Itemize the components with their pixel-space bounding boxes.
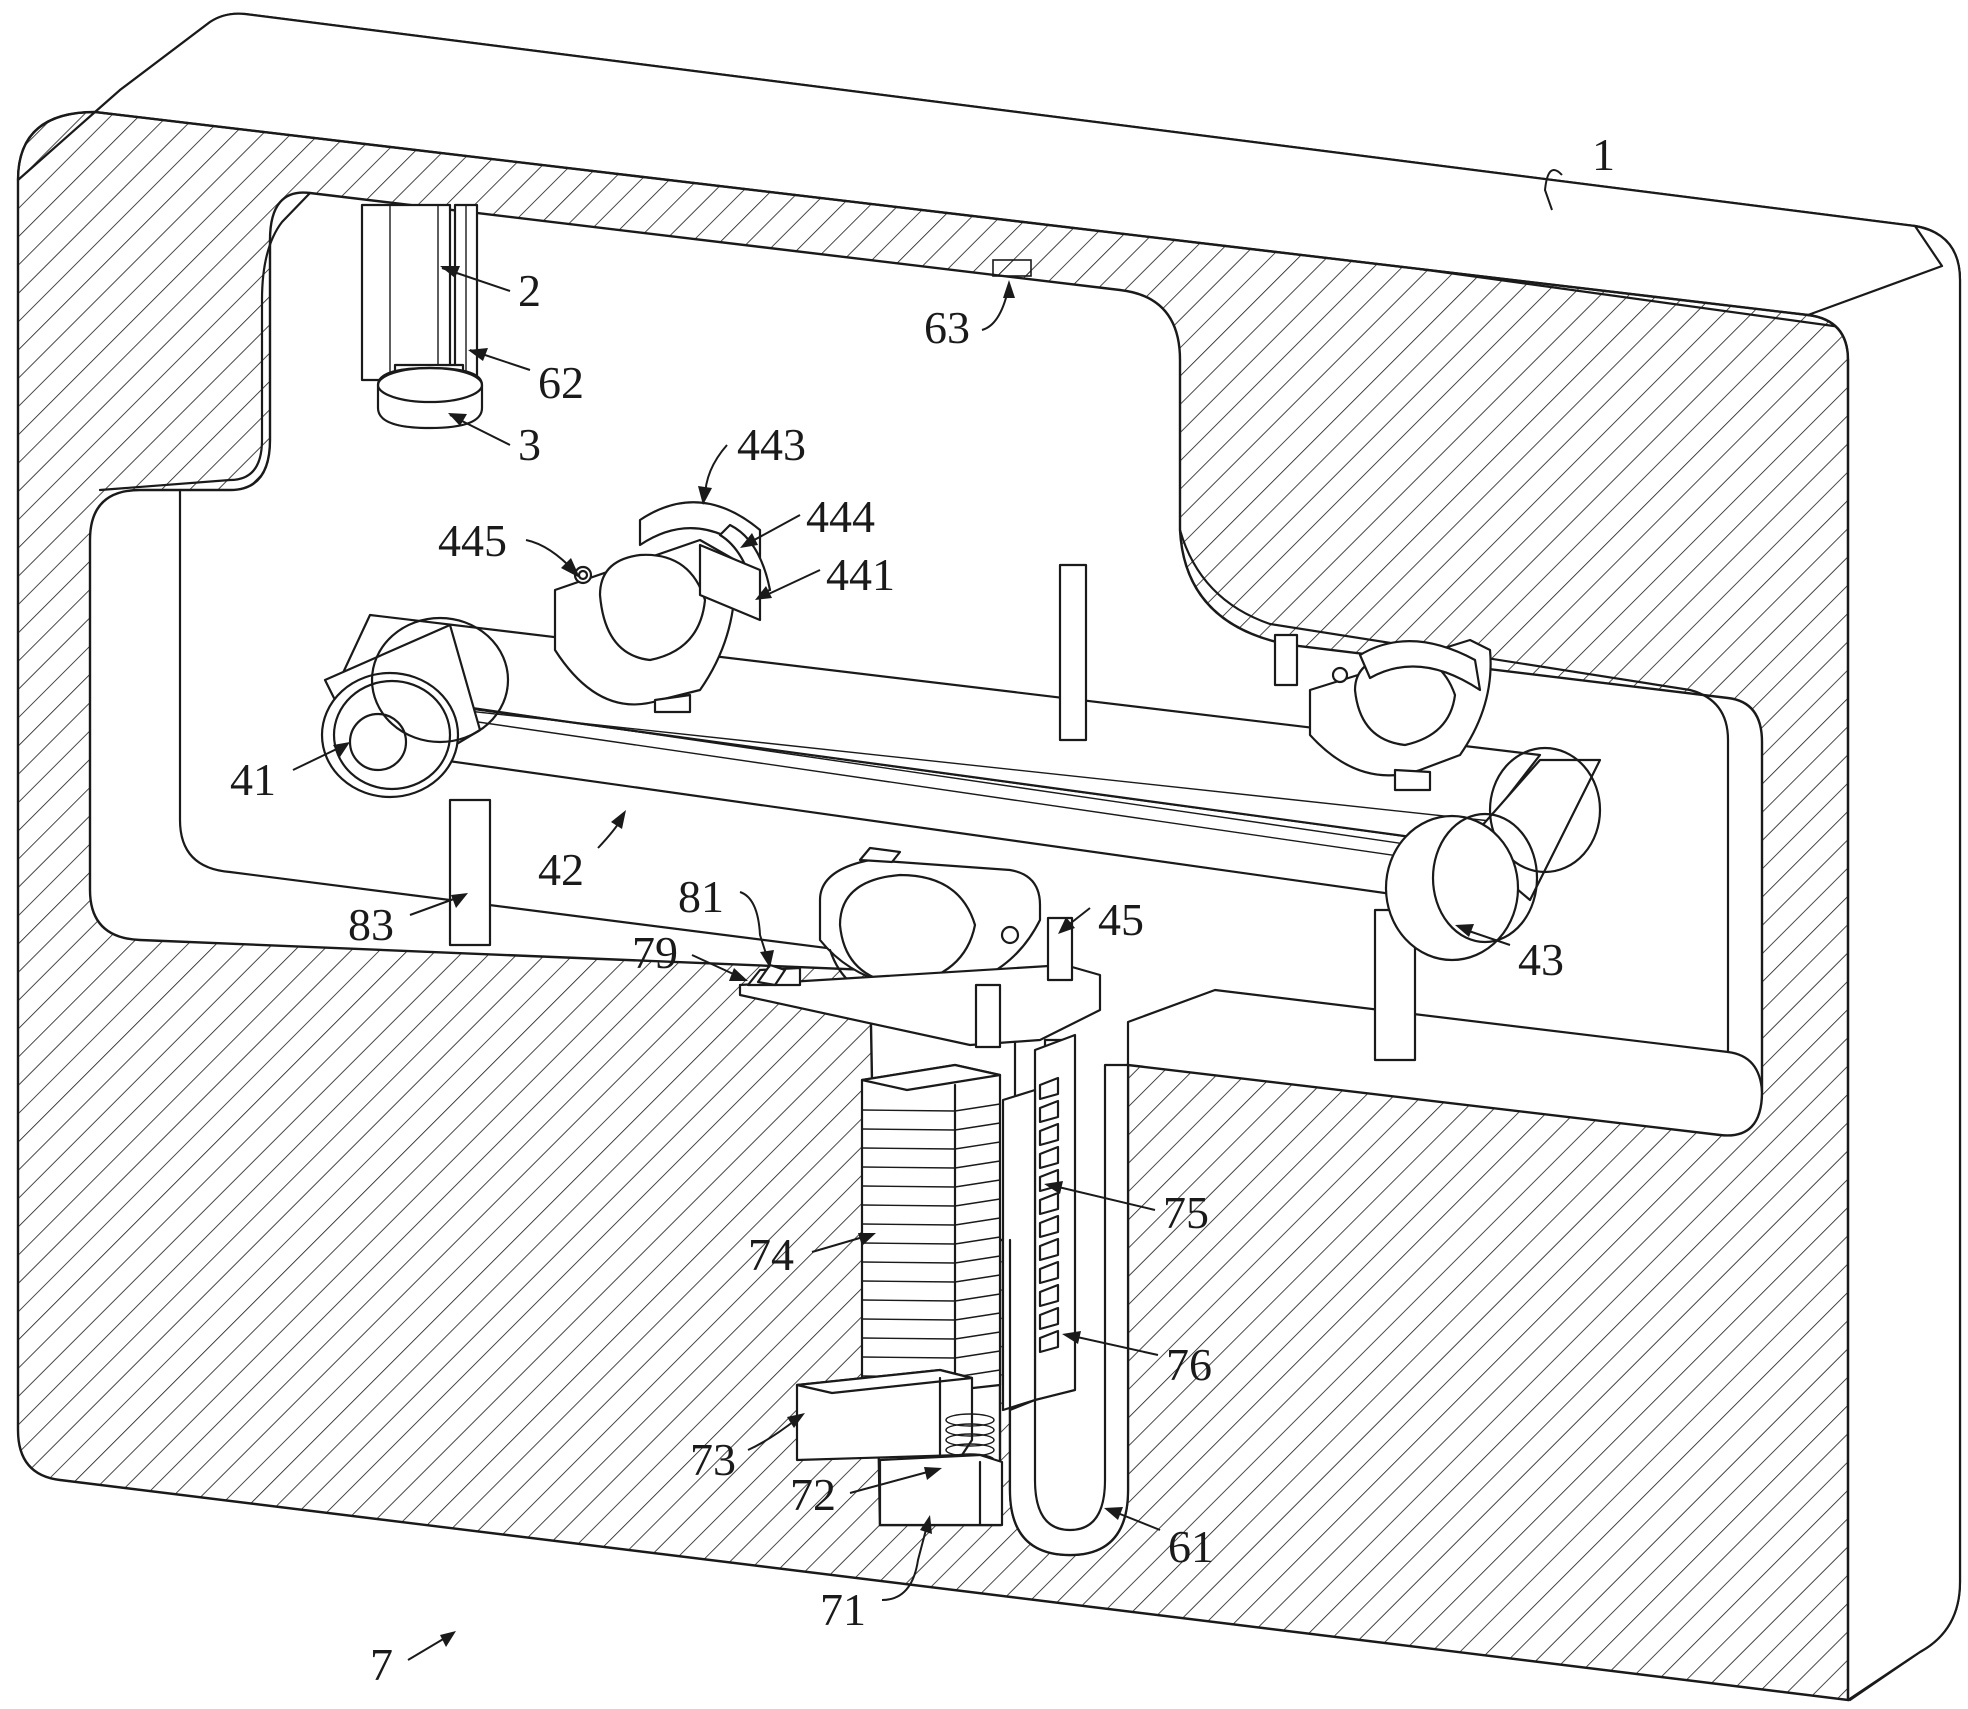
label-443: 443 <box>737 419 806 470</box>
label-2: 2 <box>518 265 541 316</box>
callout-83: 83 <box>348 893 468 950</box>
rack-teeth <box>1038 1076 1060 1354</box>
callout-74: 74 <box>748 1229 876 1280</box>
push-block <box>756 963 787 987</box>
callout-81: 81 <box>678 871 774 968</box>
callouts: 1 2 62 3 63 443 444 <box>230 129 1615 1690</box>
callout-75: 75 <box>1044 1181 1209 1238</box>
cavity-inner-wall <box>178 488 1017 1242</box>
label-62: 62 <box>538 357 584 408</box>
label-445: 445 <box>438 515 507 566</box>
label-81: 81 <box>678 871 724 922</box>
callout-76: 76 <box>1062 1331 1212 1390</box>
callout-7: 7 <box>370 1631 456 1690</box>
label-71: 71 <box>820 1584 866 1635</box>
guide-column-assembly <box>360 203 1032 430</box>
clamp-right <box>1273 633 1492 792</box>
lifting-assembly <box>795 1033 1130 1557</box>
clamp-left <box>553 501 772 714</box>
support-leg <box>448 798 492 947</box>
callout-441: 441 <box>755 549 895 600</box>
cavity-top-pocket <box>1178 528 1692 692</box>
callout-42: 42 <box>538 810 626 895</box>
driven-roller <box>1384 746 1602 962</box>
housing <box>16 12 1962 1702</box>
label-3: 3 <box>518 419 541 470</box>
callout-445: 445 <box>438 515 580 578</box>
label-74: 74 <box>748 1229 794 1280</box>
label-63: 63 <box>924 302 970 353</box>
cavity-inner-floor-right <box>1126 988 1764 1094</box>
label-61: 61 <box>1168 1521 1214 1572</box>
marker-bar <box>1058 563 1088 742</box>
callout-3: 3 <box>448 413 541 470</box>
callout-61: 61 <box>1104 1507 1214 1572</box>
clamp-bore <box>598 553 707 662</box>
base-seat <box>878 1453 1004 1527</box>
callout-43: 43 <box>1455 924 1564 985</box>
label-444: 444 <box>806 491 875 542</box>
label-79: 79 <box>632 927 678 978</box>
label-1: 1 <box>1592 129 1615 180</box>
label-76: 76 <box>1166 1339 1212 1390</box>
vertical-guide-column <box>360 203 452 382</box>
callout-73: 73 <box>690 1413 805 1485</box>
callout-443: 443 <box>698 419 806 505</box>
callout-45: 45 <box>1058 894 1144 945</box>
label-441: 441 <box>826 549 895 600</box>
drive-roller <box>320 616 510 799</box>
stacked-plates <box>860 1063 1002 1397</box>
label-72: 72 <box>790 1469 836 1520</box>
label-42: 42 <box>538 844 584 895</box>
callout-444: 444 <box>740 491 875 548</box>
label-75: 75 <box>1163 1187 1209 1238</box>
callout-1: 1 <box>1543 129 1615 211</box>
callout-79: 79 <box>632 927 748 981</box>
label-83: 83 <box>348 899 394 950</box>
callout-63: 63 <box>924 280 1015 353</box>
callout-72: 72 <box>790 1467 942 1520</box>
lower-table <box>738 916 1102 1064</box>
cavity-right-wall <box>1688 688 1730 1054</box>
callout-62: 62 <box>468 348 584 408</box>
label-43: 43 <box>1518 934 1564 985</box>
clamp-lower <box>818 846 1042 1008</box>
top-sensor <box>992 259 1032 277</box>
label-7: 7 <box>370 1639 393 1690</box>
callout-41: 41 <box>230 742 350 805</box>
cavity-back-edge <box>98 191 312 492</box>
label-45: 45 <box>1098 894 1144 945</box>
callout-71: 71 <box>820 1515 932 1635</box>
label-73: 73 <box>690 1434 736 1485</box>
label-41: 41 <box>230 754 276 805</box>
u-channel <box>1008 1063 1130 1557</box>
callout-2: 2 <box>440 265 541 316</box>
stop-post-2 <box>974 983 1002 1049</box>
